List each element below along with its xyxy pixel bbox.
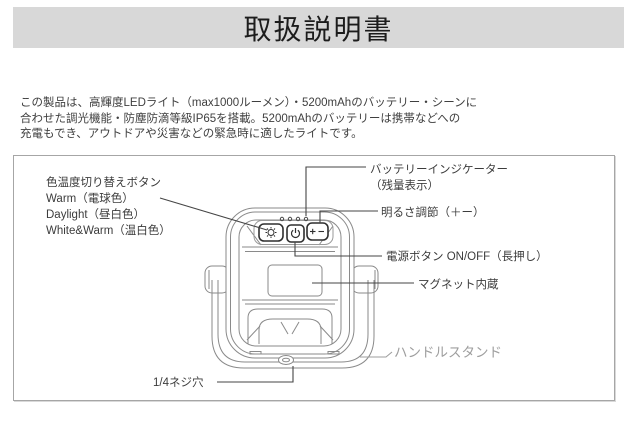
label-screw-hole: 1/4ネジ穴 xyxy=(153,377,204,389)
header-bar: 取扱説明書 xyxy=(13,7,624,48)
label-color-temp: 色温度切り替えボタン Warm（電球色） Daylight（昼白色） White… xyxy=(46,175,171,239)
diagram-box xyxy=(13,155,615,401)
label-mode-warm: Warm（電球色） xyxy=(46,193,134,205)
label-battery-line2: （残量表示） xyxy=(370,180,439,192)
intro-line-3: 充電もでき、アウトドアや災害などの緊急時に適したライトです。 xyxy=(20,128,363,140)
label-battery-line1: バッテリーインジケーター xyxy=(370,164,508,176)
label-battery-indicator: バッテリーインジケーター （残量表示） xyxy=(370,162,508,194)
label-magnet: マグネット内蔵 xyxy=(418,279,499,291)
label-mode-daylight: Daylight（昼白色） xyxy=(46,209,146,221)
label-color-temp-title: 色温度切り替えボタン xyxy=(46,177,161,189)
label-mode-whitewarm: White&Warm（温白色） xyxy=(46,225,171,237)
intro-line-2: 合わせた調光機能・防塵防滴等級IP65を搭載。5200mAhのバッテリーは携帯な… xyxy=(20,112,461,125)
intro-line-1: この製品は、高輝度LEDライト（max1000ルーメン）・5200mAhのバッテ… xyxy=(20,97,478,109)
page-title: 取扱説明書 xyxy=(243,13,394,45)
label-handle-stand: ハンドルスタンド xyxy=(394,345,502,360)
intro-paragraph: この製品は、高輝度LEDライト（max1000ルーメン）・5200mAhのバッテ… xyxy=(20,96,540,143)
label-brightness: 明るさ調節（＋ー） xyxy=(381,207,485,219)
label-power-button: 電源ボタン ON/OFF（長押し） xyxy=(386,251,548,263)
